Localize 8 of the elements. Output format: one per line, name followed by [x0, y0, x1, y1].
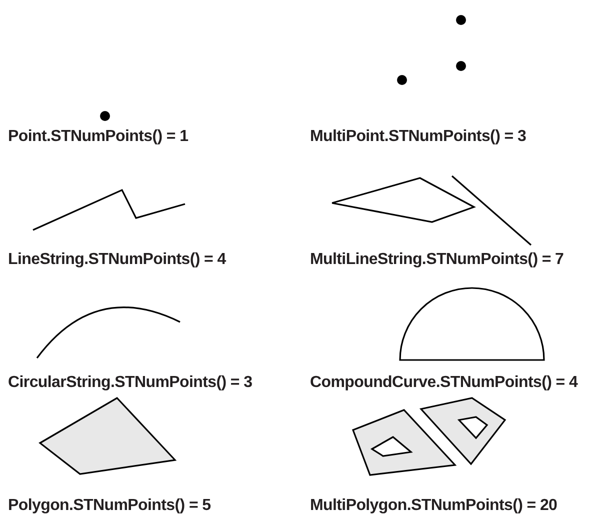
caption: LineString.STNumPoints() = 4 [8, 251, 226, 269]
caption: MultiPolygon.STNumPoints() = 20 [310, 497, 558, 515]
caption: MultiLineString.STNumPoints() = 7 [310, 251, 564, 269]
caption: MultiPoint.STNumPoints() = 3 [310, 128, 526, 146]
caption: CircularString.STNumPoints() = 3 [8, 374, 252, 392]
caption: Polygon.STNumPoints() = 5 [8, 497, 211, 515]
caption: Point.STNumPoints() = 1 [8, 128, 188, 146]
caption: CompoundCurve.STNumPoints() = 4 [310, 374, 578, 392]
